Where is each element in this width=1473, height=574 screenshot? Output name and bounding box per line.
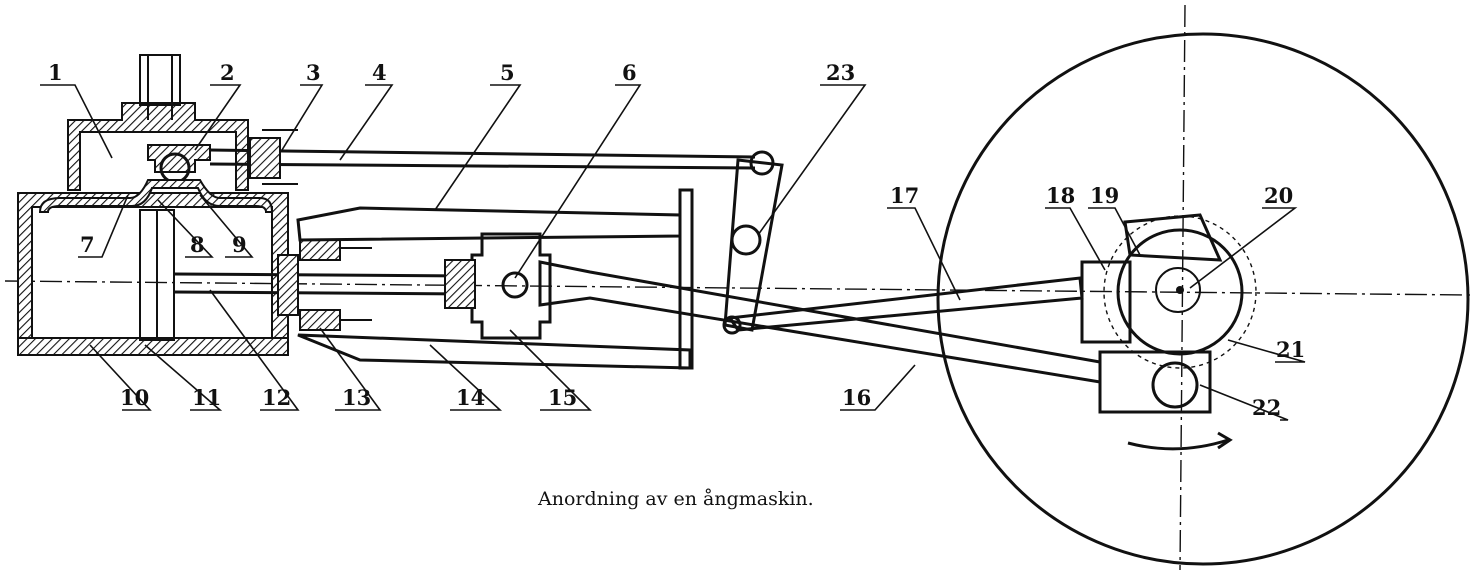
steam-chest	[67, 54, 249, 191]
label-7: 7	[80, 232, 95, 257]
label-6: 6	[622, 60, 637, 85]
label-12: 12	[262, 385, 291, 410]
crosshead-guides	[296, 188, 694, 370]
valve-rod	[209, 148, 775, 176]
label-19: 19	[1090, 183, 1119, 208]
label-11: 11	[192, 385, 221, 410]
label-leaders	[40, 84, 1306, 421]
label-3: 3	[306, 60, 321, 85]
flywheel	[936, 32, 1470, 566]
piston-rod	[173, 272, 471, 296]
label-17: 17	[890, 183, 919, 208]
label-9: 9	[232, 232, 247, 257]
eccentric	[1103, 213, 1257, 369]
label-8: 8	[190, 232, 205, 257]
piston	[139, 209, 175, 341]
label-21: 21	[1276, 337, 1305, 362]
valve-stuffing-box	[249, 129, 298, 185]
piston-rod-gland	[277, 239, 372, 331]
label-23: 23	[826, 60, 855, 85]
label-1: 1	[48, 60, 63, 85]
label-22: 22	[1252, 395, 1281, 420]
label-18: 18	[1046, 183, 1075, 208]
label-16: 16	[842, 385, 871, 410]
cylinder	[17, 179, 289, 356]
label-2: 2	[220, 60, 235, 85]
label-13: 13	[342, 385, 371, 410]
connecting-rod	[538, 260, 1212, 414]
crosshead	[444, 232, 552, 340]
label-10: 10	[120, 385, 149, 410]
label-15: 15	[548, 385, 577, 410]
rocker-lever	[722, 158, 784, 335]
label-5: 5	[500, 60, 515, 85]
label-20: 20	[1264, 183, 1293, 208]
part-labels: 1 2 3 4 5 6 7 8 9 10 11 12 13 14 15 16 1…	[48, 60, 1305, 420]
rotation-arrow	[1127, 438, 1229, 451]
label-4: 4	[372, 60, 387, 85]
figure-caption: Anordning av en ångmaskin.	[537, 488, 814, 510]
label-14: 14	[456, 385, 485, 410]
